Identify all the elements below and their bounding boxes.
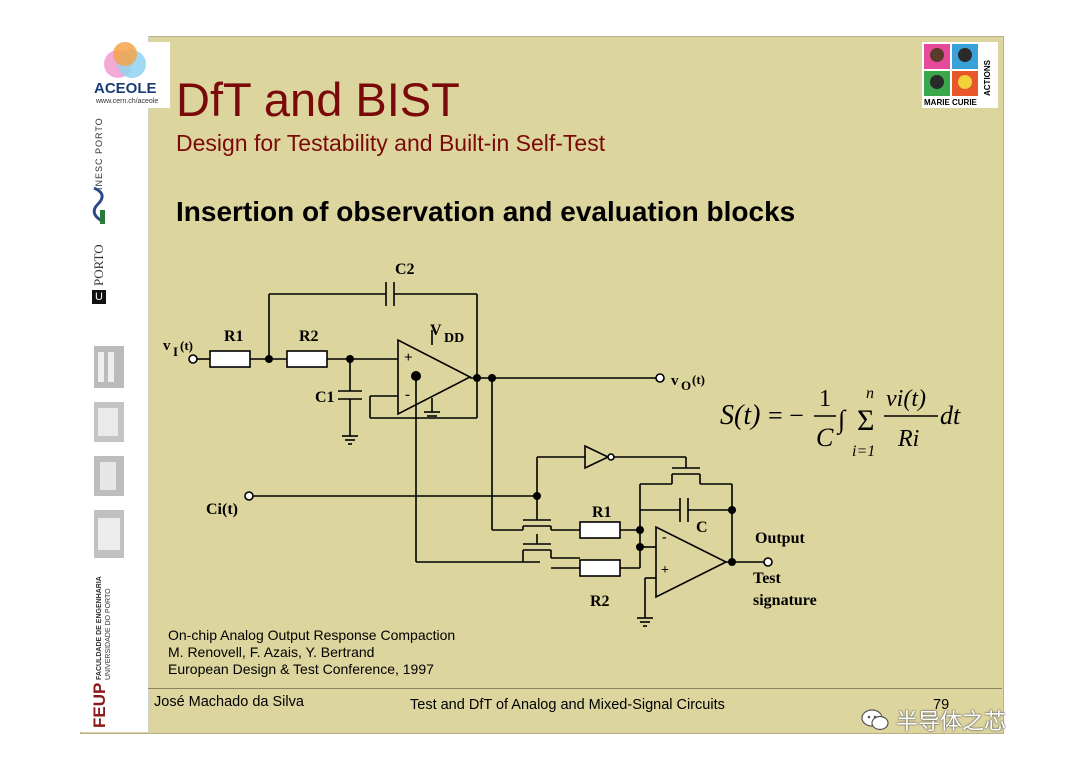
aceole-logo-text: ACEOLE: [94, 80, 157, 97]
slide-title: DfT and BIST: [176, 73, 460, 126]
formula-sum-bottom: i=1: [852, 443, 875, 460]
slide-subtitle: Design for Testability and Built-in Self…: [176, 130, 606, 156]
formula-integral: ∫: [836, 405, 847, 435]
resistor-r1: [209, 350, 251, 368]
vi-terminal: [188, 354, 198, 364]
footer-course: Test and DfT of Analog and Mixed-Signal …: [410, 697, 725, 713]
inesc-logo-icon: [92, 186, 105, 224]
output-label: Output: [755, 530, 805, 547]
marie-curie-logo: ACTIONS MARIE CURIE: [922, 42, 998, 108]
opamp2-minus: -: [662, 530, 667, 545]
formula-numerator: vi(t): [886, 386, 926, 412]
aceole-circles-icon: [104, 42, 146, 78]
signature-label: signature: [753, 592, 817, 609]
vdd-label: V: [430, 322, 442, 339]
resistor-r1-lower: [579, 521, 621, 539]
building-images-icon: [94, 346, 124, 558]
formula-sum: Σ: [857, 404, 874, 437]
footer-author: José Machado da Silva: [154, 694, 304, 710]
formula-frac-num: 1: [819, 386, 831, 412]
formula-sum-top: n: [866, 385, 874, 402]
footer-page-number: 79: [933, 697, 950, 713]
formula-dt: dt: [940, 401, 961, 430]
reference-line3: European Design & Test Conference, 1997: [168, 661, 434, 677]
c2-label: C2: [395, 261, 415, 278]
vi-sub-label: I: [173, 344, 178, 359]
r2-label: R2: [299, 328, 319, 345]
footer-divider: [148, 688, 1002, 689]
opamp-2: [655, 525, 728, 599]
resistor-r2: [286, 350, 328, 368]
c-label: C: [696, 519, 708, 536]
opamp1-plus: +: [404, 350, 413, 366]
marie-curie-portrait-icon: [924, 44, 978, 96]
slide-background: [80, 36, 1004, 734]
r1-lower-label: R1: [592, 504, 612, 521]
formula-eq: = −: [768, 401, 804, 430]
resistor-r2-lower: [579, 559, 621, 577]
output-terminal: [763, 557, 773, 567]
r1-label: R1: [224, 328, 244, 345]
formula-frac-den: C: [816, 423, 834, 452]
r2-lower-label: R2: [590, 593, 610, 610]
c1-label: C1: [315, 389, 335, 406]
vdd-sub-label: DD: [444, 331, 464, 346]
vi-label: v: [163, 338, 171, 354]
reference-line2: M. Renovell, F. Azais, Y. Bertrand: [168, 644, 375, 660]
vo-sub-label: O: [681, 378, 691, 393]
test-label: Test: [753, 570, 782, 587]
inverter: [584, 444, 610, 470]
opamp2-plus: +: [661, 563, 669, 578]
watermark: 半导体之芯: [860, 704, 1006, 736]
aceole-logo: ACEOLE www.cern.ch/aceole: [82, 42, 170, 108]
uporto-u-box: U: [92, 290, 106, 304]
ci-terminal: [244, 491, 254, 501]
formula-denominator: Ri: [897, 426, 919, 452]
reference-block: On-chip Analog Output Response Compactio…: [168, 627, 455, 678]
marie-curie-label: MARIE CURIE: [924, 98, 977, 107]
ci-label: Ci(t): [206, 501, 238, 518]
formula-lhs: S(t): [720, 400, 760, 431]
section-heading: Insertion of observation and evaluation …: [176, 196, 796, 227]
vi-t-label: (t): [180, 338, 193, 353]
watermark-text: 半导体之芯: [896, 709, 1007, 734]
formula: S(t) = − 1 C ∫ n Σ i=1 vi(t) Ri dt: [720, 385, 961, 460]
vo-t-label: (t): [692, 372, 705, 387]
chat-bubble-icon: [861, 709, 889, 731]
opamp1-minus: -: [405, 387, 410, 403]
reference-line1: On-chip Analog Output Response Compactio…: [168, 627, 456, 643]
vo-label: v: [671, 373, 679, 389]
aceole-logo-url: www.cern.ch/aceole: [96, 98, 159, 105]
vo-terminal: [655, 373, 665, 383]
